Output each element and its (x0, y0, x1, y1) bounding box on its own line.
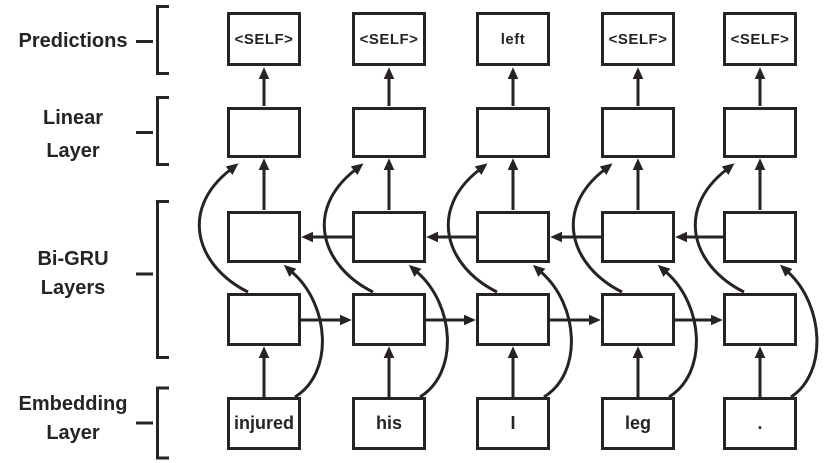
prediction-label: <SELF> (359, 30, 419, 48)
token-label: leg (624, 413, 651, 433)
backward-gru-box (476, 211, 550, 263)
token-box: his (352, 397, 426, 450)
curved-arrow (197, 163, 249, 294)
prediction-box: left (476, 12, 550, 66)
label-line: Layer (46, 140, 100, 162)
linear-bracket (156, 96, 169, 166)
linear-layer-box (601, 107, 675, 158)
prediction-box: <SELF> (227, 12, 301, 66)
embedding-layer-label: Embedding Layer (0, 390, 146, 448)
curved-arrow (693, 163, 745, 294)
token-box: I (476, 397, 550, 450)
forward-gru-box (227, 293, 301, 346)
linear-layer-box (723, 107, 797, 158)
bigru-bracket (156, 200, 169, 359)
forward-gru-box (723, 293, 797, 346)
label-line: Predictions (18, 30, 128, 52)
embedding-to-forward-gru-arrows (258, 346, 766, 397)
layer-brackets (136, 5, 169, 460)
curved-arrow (283, 264, 324, 399)
token-label: his (375, 413, 402, 433)
linear-layer-box (476, 107, 550, 158)
backward-gru-box (352, 211, 426, 263)
curved-arrow (571, 163, 623, 294)
label-line: Bi-GRU (37, 248, 109, 270)
prediction-label: <SELF> (608, 30, 668, 48)
prediction-label: left (500, 30, 526, 48)
curved-arrow (446, 163, 498, 294)
token-label: . (757, 413, 763, 433)
prediction-box: <SELF> (723, 12, 797, 66)
token-box: injured (227, 397, 301, 450)
predictions-layer-label: Predictions (0, 27, 146, 56)
embedding-bracket (156, 386, 169, 460)
token-label: injured (233, 413, 294, 433)
prediction-label: <SELF> (730, 30, 790, 48)
forward-gru-to-linear-curves (197, 163, 745, 294)
linear-layer-label: Linear Layer (0, 102, 146, 168)
linear-layer-box (352, 107, 426, 158)
predictions-bracket (156, 5, 169, 75)
prediction-box: <SELF> (352, 12, 426, 66)
prediction-box: <SELF> (601, 12, 675, 66)
prediction-label: <SELF> (234, 30, 294, 48)
label-line: Layer (46, 422, 100, 444)
forward-gru-box (476, 293, 550, 346)
label-line: Linear (42, 107, 104, 129)
linear-layer-box (227, 107, 301, 158)
curved-arrow (532, 264, 573, 399)
curved-arrow (408, 264, 449, 399)
token-box: leg (601, 397, 675, 450)
token-label: I (510, 413, 516, 433)
linear-to-prediction-arrows (258, 67, 766, 106)
label-line: Embedding (18, 393, 128, 415)
embedding-to-backward-gru-curves (283, 264, 819, 399)
backward-gru-box (601, 211, 675, 263)
backward-gru-box (723, 211, 797, 263)
backward-gru-to-linear-arrows (258, 158, 766, 210)
forward-gru-box (601, 293, 675, 346)
bigru-layers-label: Bi-GRU Layers (0, 245, 146, 303)
backward-gru-box (227, 211, 301, 263)
curved-arrow (780, 264, 819, 399)
token-box: . (723, 397, 797, 450)
label-line: Layers (40, 277, 106, 299)
curved-arrow (322, 163, 374, 294)
forward-gru-box (352, 293, 426, 346)
curved-arrow (657, 264, 698, 399)
